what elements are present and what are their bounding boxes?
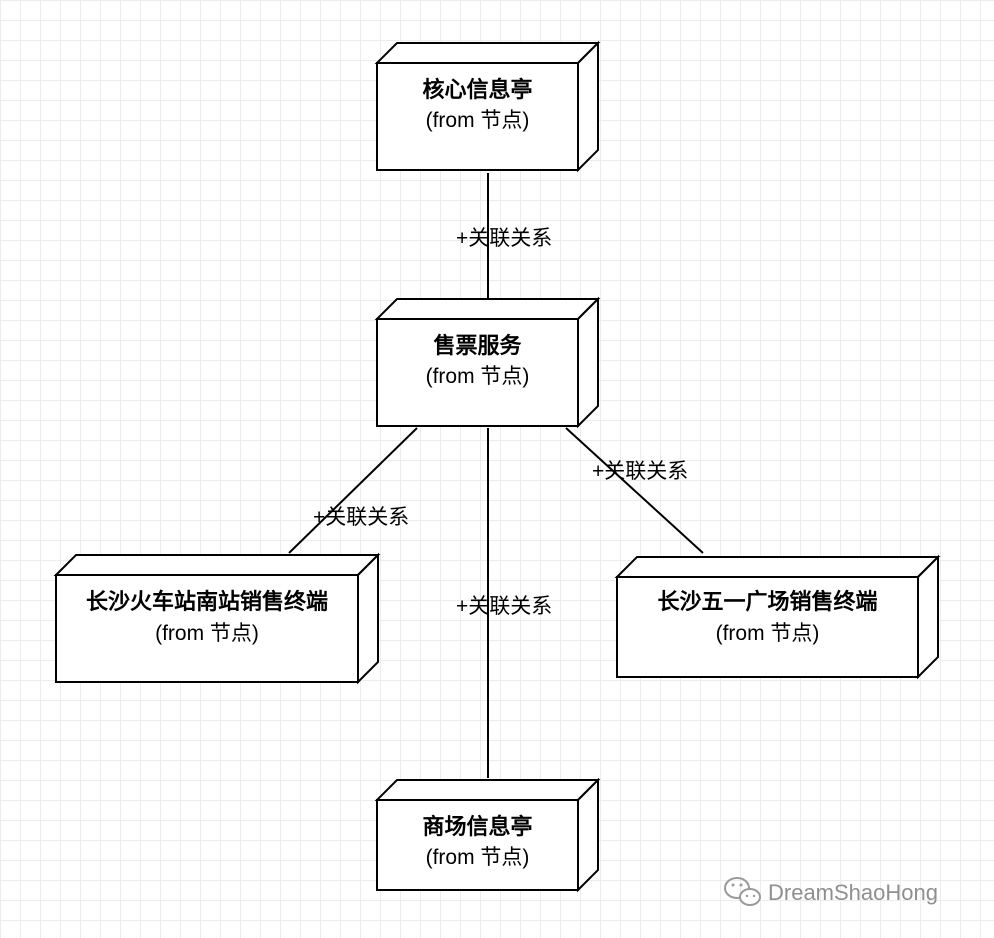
edge-label-service-to-mall: +关联关系 [456,595,552,618]
node-subtitle: (from 节点) [716,622,820,645]
edge-label-core-to-service: +关联关系 [456,227,552,250]
connector-labels: +关联关系 +关联关系 +关联关系 +关联关系 [313,227,688,618]
node-title: 长沙火车站南站销售终端 [86,589,328,614]
node-subtitle: (from 节点) [426,109,530,132]
node-title: 长沙五一广场销售终端 [657,589,877,614]
node-subtitle: (from 节点) [426,846,530,869]
connectors [288,173,704,778]
edge-label-service-to-wuyi-square: +关联关系 [592,460,688,483]
node-core-kiosk[interactable]: 核心信息亭 (from 节点) [374,40,601,173]
node-title: 商场信息亭 [422,814,532,839]
node-subtitle: (from 节点) [155,622,259,645]
node-ticket-service[interactable]: 售票服务 (from 节点) [374,296,601,429]
node-south-station-terminal[interactable]: 长沙火车站南站销售终端 (from 节点) [53,552,381,685]
node-wuyi-square-terminal[interactable]: 长沙五一广场销售终端 (from 节点) [614,554,941,680]
node-subtitle: (from 节点) [426,365,530,388]
edge-ticket-service-to-wuyi-square[interactable] [565,427,704,554]
wechat-icon [724,877,761,906]
watermark-text: DreamShaoHong [768,880,938,905]
node-title: 核心信息亭 [422,77,532,102]
node-title: 售票服务 [433,333,522,358]
watermark: DreamShaoHong [724,877,938,906]
edge-ticket-service-to-south-station[interactable] [288,427,418,554]
edge-label-service-to-south-station: +关联关系 [313,506,409,529]
node-mall-kiosk[interactable]: 商场信息亭 (from 节点) [374,777,601,893]
